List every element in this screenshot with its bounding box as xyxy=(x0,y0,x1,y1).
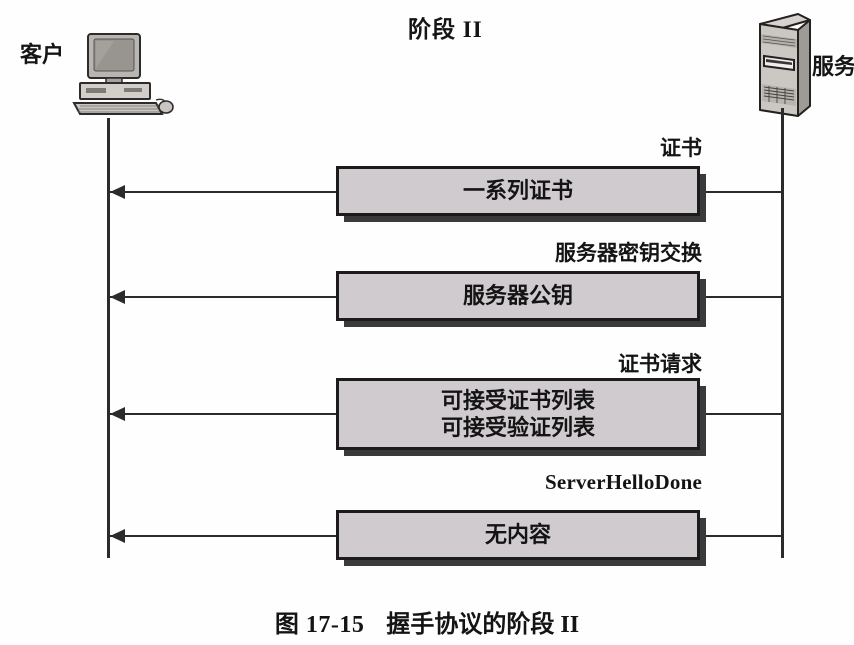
desktop-computer-icon xyxy=(70,32,175,122)
message-label-2: 服务器密钥交换 xyxy=(555,241,702,265)
message-arrowhead-4 xyxy=(110,529,125,543)
message-box-2-line-1: 服务器公钥 xyxy=(462,283,573,309)
message-label-4: ServerHelloDone xyxy=(545,470,702,494)
message-arrowhead-3 xyxy=(110,407,125,421)
server-tower-icon xyxy=(750,8,816,120)
server-label: 服务 xyxy=(812,54,854,79)
figure-caption-number: 图 17-15 xyxy=(274,612,365,638)
message-box-3: 可接受证书列表 可接受验证列表 xyxy=(336,378,700,450)
server-lifeline xyxy=(781,108,784,558)
client-lifeline xyxy=(107,118,110,558)
message-box-4: 无内容 xyxy=(336,510,700,560)
client-label: 客户 xyxy=(20,42,65,67)
message-arrowhead-1 xyxy=(110,185,125,199)
message-arrowhead-2 xyxy=(110,290,125,304)
message-box-4-line-1: 无内容 xyxy=(484,522,551,548)
phase-title: 阶段 II xyxy=(408,17,483,42)
figure-caption-text: 握手协议的阶段 II xyxy=(386,612,580,638)
message-box-3-line-1: 可接受证书列表 xyxy=(440,387,595,413)
message-box-2: 服务器公钥 xyxy=(336,271,700,321)
message-label-1: 证书 xyxy=(660,136,702,160)
message-box-1: 一系列证书 xyxy=(336,166,700,216)
message-label-3: 证书请求 xyxy=(618,352,702,376)
message-box-1-line-1: 一系列证书 xyxy=(462,178,573,204)
figure-caption: 图 17-15 握手协议的阶段 II xyxy=(0,604,854,639)
message-box-3-line-2: 可接受验证列表 xyxy=(440,415,595,440)
